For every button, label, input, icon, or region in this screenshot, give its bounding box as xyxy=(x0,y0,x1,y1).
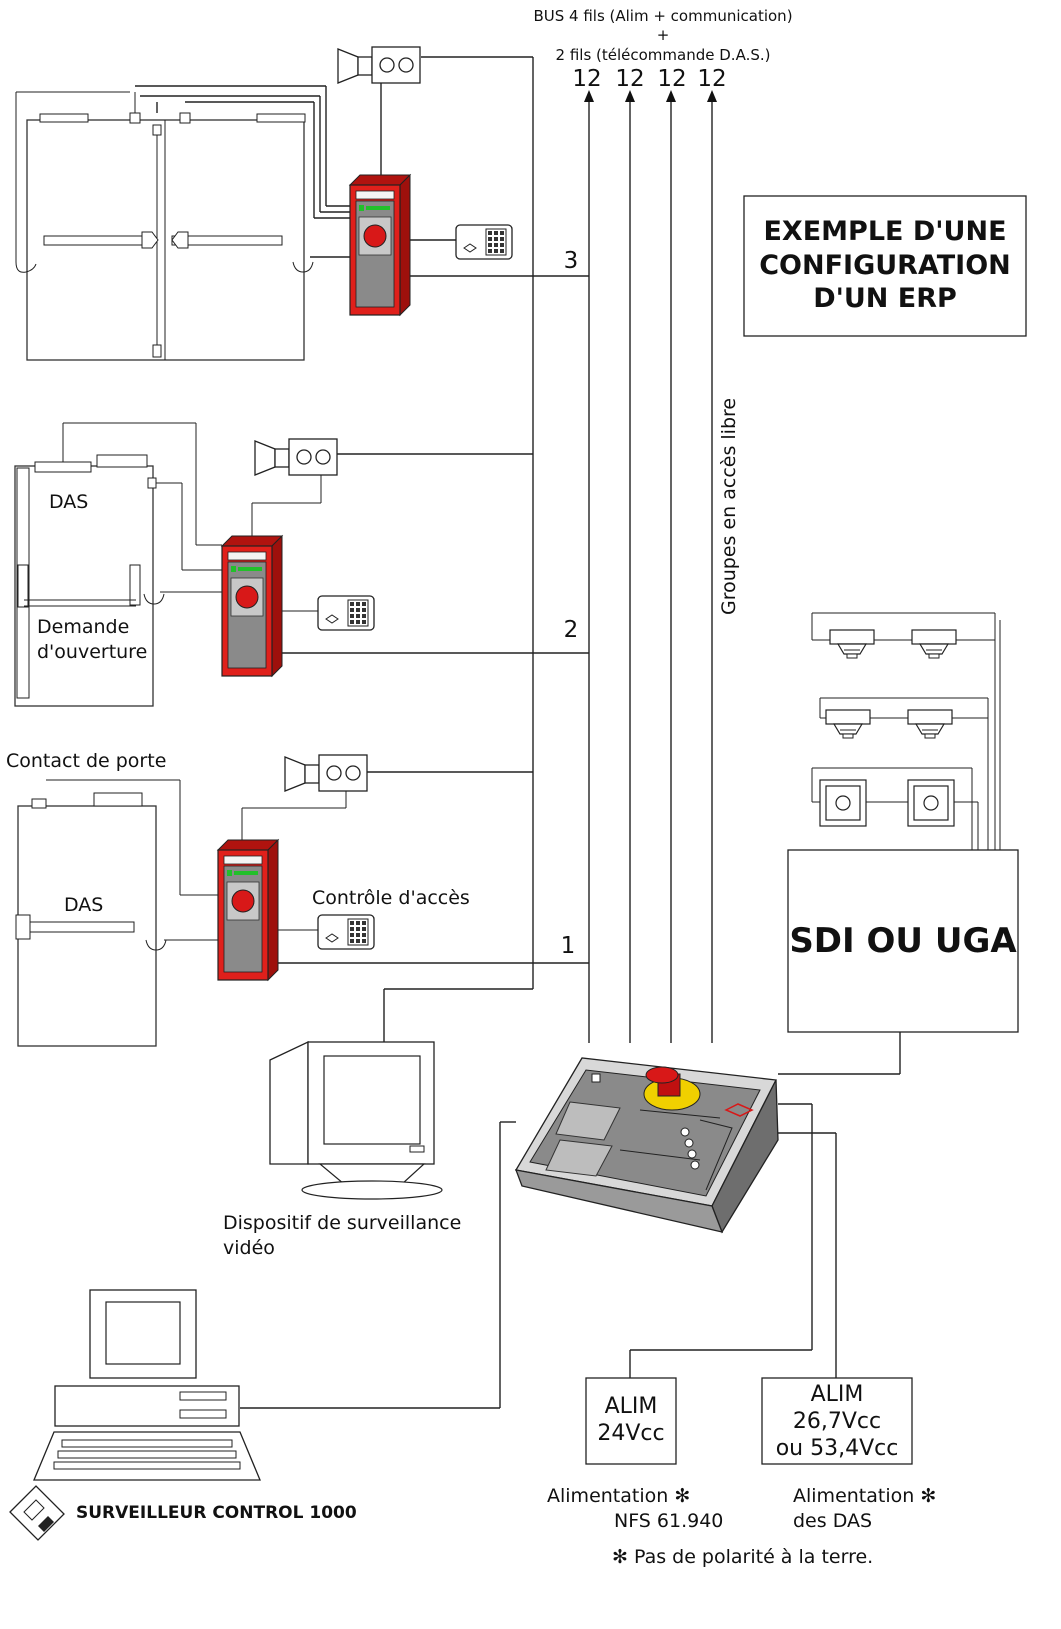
groupes-label: Groupes en accès libre xyxy=(718,398,740,615)
computer-workstation xyxy=(33,1289,261,1481)
polarity-footnote: ✻ Pas de polarité à la terre. xyxy=(612,1546,873,1568)
smoke-detector-icon xyxy=(907,709,953,739)
title-line-1: EXEMPLE D'UNE xyxy=(763,216,1006,247)
single-door-bottom xyxy=(15,779,589,1047)
bus-header: BUS 4 fils (Alim + communication) + 2 fi… xyxy=(533,7,792,92)
video-backbone xyxy=(337,56,534,1044)
alim-das-line-2: 26,7Vcc xyxy=(793,1409,881,1434)
central-console xyxy=(514,1057,779,1234)
alim-caption-2a: Alimentation ✻ xyxy=(793,1485,936,1507)
double-door xyxy=(15,91,314,361)
title-box: EXEMPLE D'UNE CONFIGURATION D'UN ERP xyxy=(743,195,1027,337)
bus-line-2: + xyxy=(657,26,670,44)
console-wiring xyxy=(240,1103,837,1409)
arrow-up-icon xyxy=(707,90,717,102)
manual-call-point-icon xyxy=(907,779,955,827)
contact-porte-label: Contact de porte xyxy=(6,750,166,772)
camera-icon xyxy=(254,438,338,476)
door-controller-unit xyxy=(349,174,411,316)
camera-icon xyxy=(337,46,421,84)
title-line-2: CONFIGURATION xyxy=(759,250,1011,281)
single-door-top xyxy=(14,422,589,707)
camera-icon xyxy=(284,754,368,792)
controle-acces-label: Contrôle d'accès xyxy=(312,887,470,909)
manual-call-point-icon xyxy=(819,779,867,827)
wire-count-2: 12 xyxy=(615,66,644,92)
alim-24-line-1: ALIM xyxy=(605,1394,658,1419)
loop-number-3: 3 xyxy=(564,248,579,274)
floppy-disk-icon xyxy=(9,1485,65,1541)
wire-count-3: 12 xyxy=(657,66,686,92)
door-controller-unit xyxy=(221,535,283,677)
demande-label-2: d'ouverture xyxy=(37,641,147,663)
das-label-top: DAS xyxy=(49,491,88,513)
smoke-detector-icon xyxy=(911,629,957,659)
alim-caption-2b: des DAS xyxy=(793,1510,872,1532)
door-controller-unit xyxy=(217,839,279,981)
bus-lines xyxy=(584,90,717,1043)
door-wiring-3 xyxy=(135,81,589,277)
smoke-detector-icon xyxy=(825,709,871,739)
title-line-3: D'UN ERP xyxy=(813,283,957,314)
surveilleur-label: SURVEILLEUR CONTROL 1000 xyxy=(76,1503,357,1523)
alim-das-line-3: ou 53,4Vcc xyxy=(776,1436,899,1461)
bus-line-3: 2 fils (télécommande D.A.S.) xyxy=(556,46,771,64)
wire-count-1: 12 xyxy=(572,66,601,92)
demande-label-1: Demande xyxy=(37,616,129,638)
alim-das-box xyxy=(761,1377,913,1465)
smoke-detector-icon xyxy=(829,629,875,659)
alim-24-box xyxy=(585,1377,677,1465)
sdi-label: SDI OU UGA xyxy=(789,921,1017,961)
loop-number-1: 1 xyxy=(561,933,576,959)
bus-line-1: BUS 4 fils (Alim + communication) xyxy=(533,7,792,25)
alim-24-line-2: 24Vcc xyxy=(597,1421,664,1446)
keypad-icon xyxy=(317,595,375,631)
arrow-up-icon xyxy=(666,90,676,102)
loop-number-2: 2 xyxy=(564,617,579,643)
alim-caption-1a: Alimentation ✻ xyxy=(547,1485,690,1507)
detector-group xyxy=(811,612,1001,850)
das-label-bottom: DAS xyxy=(64,894,103,916)
arrow-up-icon xyxy=(625,90,635,102)
video-label-1: Dispositif de surveillance xyxy=(223,1212,461,1234)
arrow-up-icon xyxy=(584,90,594,102)
video-monitor xyxy=(269,1040,443,1200)
keypad-icon xyxy=(317,914,375,950)
video-label-2: vidéo xyxy=(223,1237,275,1259)
wire-count-4: 12 xyxy=(697,66,726,92)
sdi-box xyxy=(787,849,1019,1033)
alim-caption-1b: NFS 61.940 xyxy=(614,1510,723,1532)
keypad-icon xyxy=(455,224,513,260)
alim-das-line-1: ALIM xyxy=(811,1382,864,1407)
